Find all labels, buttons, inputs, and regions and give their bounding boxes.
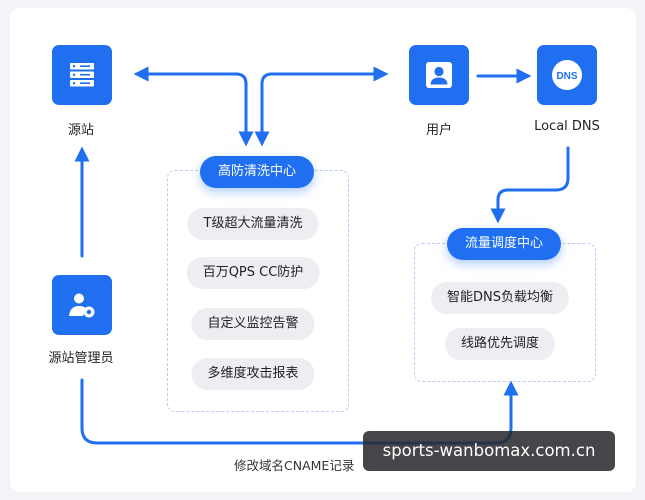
server-stack-icon (70, 63, 94, 87)
admin-settings-icon (69, 293, 95, 318)
scrubbing-item: 自定义监控告警 (191, 308, 315, 340)
scrubbing-item: 多维度攻击报表 (191, 358, 315, 390)
edge-dns-scheduling (490, 146, 570, 224)
origin-admin-node[interactable] (52, 275, 112, 335)
edge-user-scrubbing (254, 66, 389, 147)
scheduling-center-title[interactable]: 流量调度中心 (446, 228, 562, 260)
dns-icon-text: DNS (556, 71, 577, 82)
user-label: 用户 (425, 123, 453, 138)
dns-icon: DNS (552, 60, 582, 90)
local-dns-label: Local DNS (534, 119, 600, 134)
origin-label: 源站 (67, 123, 95, 138)
origin-admin-label: 源站管理员 (48, 351, 114, 366)
scrubbing-item: T级超大流量清洗 (187, 208, 319, 240)
edge-origin-scrubbing (133, 66, 254, 147)
cname-edge-label: 修改域名CNAME记录 (234, 458, 355, 473)
scheduling-item: 线路优先调度 (444, 328, 556, 360)
user-node[interactable] (409, 45, 469, 105)
scheduling-item: 智能DNS负载均衡 (431, 282, 569, 314)
scrubbing-item: 百万QPS CC防护 (186, 257, 320, 289)
scrubbing-center-title[interactable]: 高防清洗中心 (199, 156, 315, 188)
watermark-overlay: sports-wanbomax.com.cn (363, 431, 615, 471)
local-dns-node[interactable]: DNS (537, 45, 597, 105)
user-icon (426, 62, 452, 88)
origin-node[interactable] (52, 45, 112, 105)
